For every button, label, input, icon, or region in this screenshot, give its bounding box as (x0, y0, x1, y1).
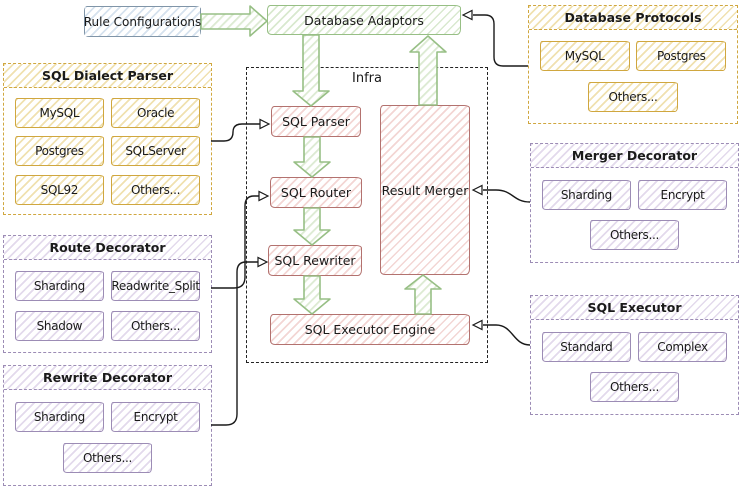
chip-executor-complex: Complex (637, 331, 728, 362)
node-result-merger: Result Merger (380, 105, 470, 275)
connector-protocols-to-adaptors (473, 14, 528, 67)
chip-route-readwrite-split: Readwrite_Split (110, 271, 201, 301)
node-database-adaptors: Database Adaptors (267, 5, 461, 35)
chip-dialect-sql92: SQL92 (14, 174, 105, 205)
group-database-protocols: Database Protocols MySQL Postgres Others… (528, 5, 738, 124)
chip-route-others: Others... (110, 311, 201, 341)
group-title: Route Decorator (4, 236, 211, 260)
chip-dialect-sqlserver: SQLServer (110, 136, 201, 166)
chip-dialect-mysql: MySQL (14, 97, 105, 128)
chip-dialect-others: Others... (110, 174, 201, 205)
chip-merger-encrypt: Encrypt (637, 179, 728, 210)
group-body: Sharding Encrypt Others... (4, 390, 211, 485)
chip-merger-others: Others... (589, 220, 680, 251)
group-title: Database Protocols (529, 6, 737, 30)
group-merger-decorator: Merger Decorator Sharding Encrypt Others… (530, 143, 739, 263)
chip-rewrite-encrypt: Encrypt (110, 402, 201, 432)
chip-rewrite-others: Others... (62, 443, 153, 473)
group-title: SQL Dialect Parser (4, 64, 211, 88)
connector-mergerdec-to-merger (483, 189, 531, 203)
node-label: SQL Rewriter (274, 253, 356, 268)
node-label: Rule Configurations (83, 14, 202, 29)
chip-route-shadow: Shadow (14, 311, 105, 341)
infra-label: Infra (352, 71, 382, 86)
group-title: Rewrite Decorator (4, 366, 211, 390)
chip-dialect-oracle: Oracle (110, 97, 201, 128)
block-arrow-ruleconfig-to-adaptors (200, 5, 268, 37)
node-sql-executor-engine: SQL Executor Engine (270, 314, 470, 345)
group-title: SQL Executor (531, 296, 738, 320)
group-rewrite-decorator: Rewrite Decorator Sharding Encrypt Other… (3, 365, 212, 486)
group-body: MySQL Oracle Postgres SQLServer SQL92 Ot… (4, 88, 211, 214)
chip-executor-standard: Standard (541, 331, 632, 362)
node-label: Database Adaptors (304, 12, 424, 28)
group-sql-dialect-parser: SQL Dialect Parser MySQL Oracle Postgres… (3, 63, 212, 215)
node-sql-router: SQL Router (270, 177, 362, 208)
node-label: Result Merger (381, 182, 469, 198)
group-title: Merger Decorator (531, 144, 738, 168)
group-route-decorator: Route Decorator Sharding Readwrite_Split… (3, 235, 212, 353)
chip-route-sharding: Sharding (14, 271, 105, 301)
group-body: MySQL Postgres Others... (529, 30, 737, 123)
node-fill (85, 7, 200, 36)
group-sql-executor: SQL Executor Standard Complex Others... (530, 295, 739, 415)
chip-protocol-others: Others... (588, 81, 678, 112)
chip-executor-others: Others... (589, 372, 680, 403)
node-label: SQL Executor Engine (304, 322, 436, 337)
node-sql-rewriter: SQL Rewriter (268, 245, 362, 276)
connector-sqlexec-to-engine (483, 324, 531, 346)
arrowhead-to-adaptors (461, 9, 473, 21)
group-body: Sharding Readwrite_Split Shadow Others..… (4, 260, 211, 352)
chip-protocol-mysql: MySQL (539, 41, 630, 72)
chip-merger-sharding: Sharding (541, 179, 632, 210)
node-label: SQL Router (280, 185, 352, 200)
chip-protocol-postgres: Postgres (636, 41, 727, 72)
chip-rewrite-sharding: Sharding (14, 402, 105, 432)
node-rule-configurations: Rule Configurations (84, 6, 201, 37)
chip-dialect-postgres: Postgres (14, 136, 105, 166)
node-sql-parser: SQL Parser (271, 106, 361, 137)
node-label: SQL Parser (282, 114, 350, 129)
group-body: Standard Complex Others... (531, 320, 738, 414)
group-body: Sharding Encrypt Others... (531, 168, 738, 262)
